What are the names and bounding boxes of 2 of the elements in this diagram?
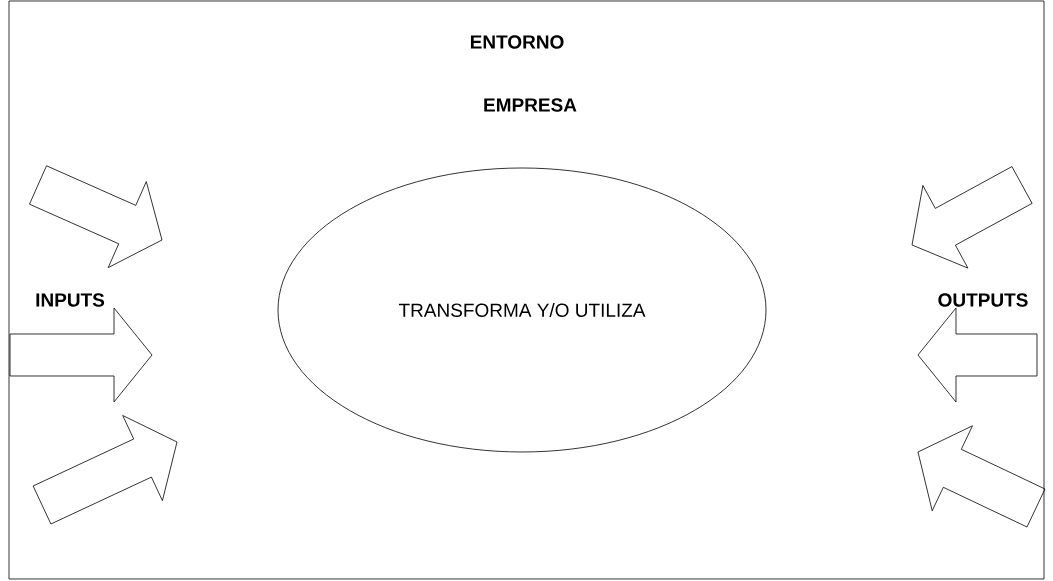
- side-label: OUTPUTS: [936, 292, 1030, 308]
- side-label: INPUTS: [34, 292, 106, 308]
